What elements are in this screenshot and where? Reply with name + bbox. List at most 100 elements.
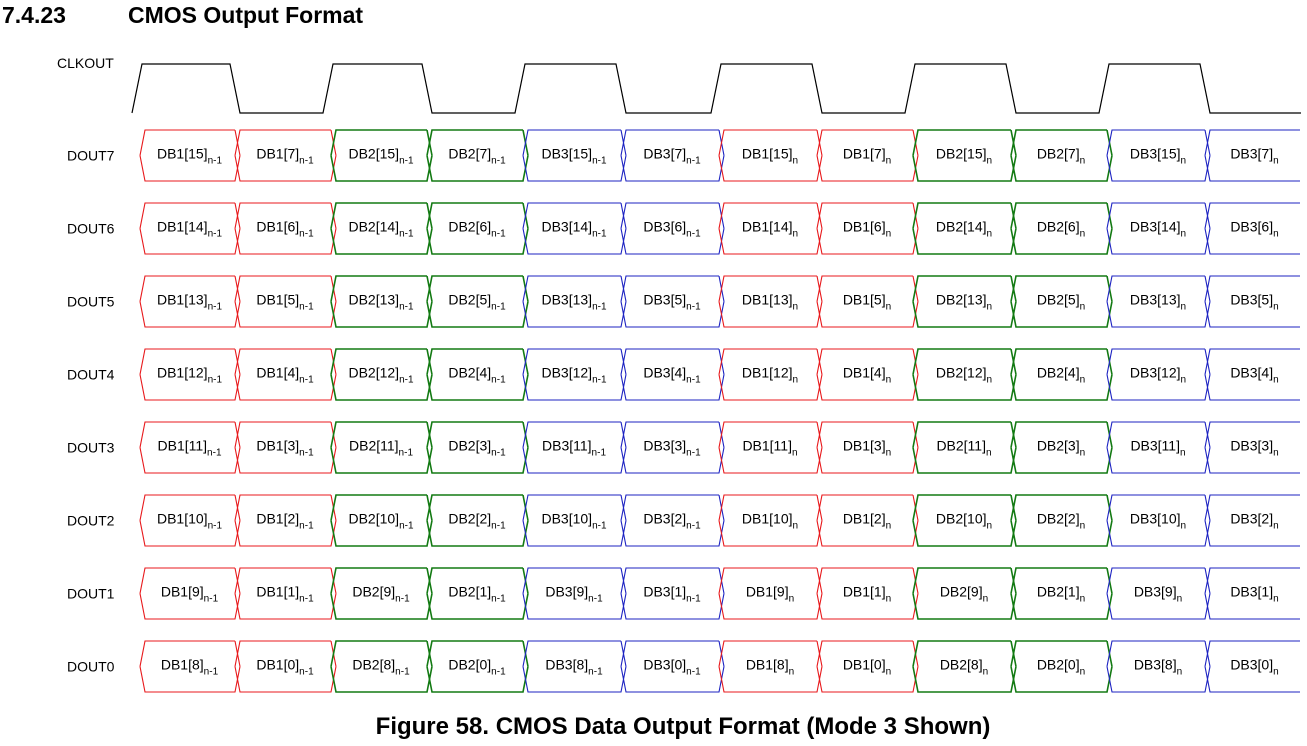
data-cell-label: DB2[4]n — [1037, 365, 1085, 386]
data-cell-outline — [1204, 640, 1300, 693]
data-cell-label: DB3[15]n — [1130, 146, 1186, 167]
data-cell-label: DB1[12]n — [742, 365, 798, 386]
row-dout3: DOUT3 DB1[11]n-1 DB1[3]n-1 DB2[11]n-1 DB2[3]… — [67, 421, 1300, 474]
data-cell-label: DB2[15]n — [936, 146, 992, 167]
data-cell-label: DB1[11]n — [742, 438, 797, 459]
data-cell-label: DB1[14]n-1 — [157, 219, 222, 240]
data-cell-label: DB3[3]n-1 — [643, 438, 701, 459]
row-dout0: DOUT0 DB1[8]n-1 DB1[0]n-1 DB2[8]n-1 DB2[0]n-… — [67, 640, 1300, 693]
data-cell-label: DB2[10]n-1 — [348, 511, 413, 532]
data-cell-label: DB1[7]n-1 — [256, 146, 314, 167]
section-number: 7.4.23 — [2, 2, 66, 28]
data-cell-label: DB3[12]n — [1130, 365, 1186, 386]
data-cell-label: DB3[1]n — [1230, 584, 1278, 605]
data-cell-label: DB2[11]n — [936, 438, 991, 459]
data-cell-label: DB1[4]n-1 — [256, 365, 314, 386]
data-cell-label: DB1[13]n — [742, 292, 798, 313]
data-cell-label: DB1[9]n — [746, 584, 794, 605]
data-cell-label: DB1[3]n-1 — [256, 438, 314, 459]
data-cell-label: DB1[8]n-1 — [161, 657, 219, 678]
data-cell-label: DB3[10]n-1 — [541, 511, 606, 532]
data-cell-label: DB2[3]n — [1037, 438, 1085, 459]
data-cell-label: DB2[8]n — [940, 657, 988, 678]
data-cell-label: DB3[11]n-1 — [542, 438, 606, 459]
data-cell-label: DB3[13]n-1 — [541, 292, 606, 313]
data-cell-outline — [1204, 494, 1300, 547]
data-cell-label: DB1[0]n — [843, 657, 891, 678]
data-cell-label: DB3[14]n — [1130, 219, 1186, 240]
data-cell-label: DB3[5]n-1 — [643, 292, 701, 313]
data-cell-label: DB2[5]n — [1037, 292, 1085, 313]
data-cell-label: DB2[7]n-1 — [448, 146, 506, 167]
data-cell-label: DB2[5]n-1 — [448, 292, 506, 313]
data-cell-label: DB1[15]n-1 — [157, 146, 222, 167]
data-cell-label: DB2[0]n — [1037, 657, 1085, 678]
data-cell-label: DB3[13]n — [1130, 292, 1186, 313]
data-cell-label: DB3[9]n-1 — [545, 584, 603, 605]
data-cell-label: DB3[12]n-1 — [541, 365, 606, 386]
data-cell-label: DB2[1]n — [1037, 584, 1085, 605]
data-cell-label: DB1[13]n-1 — [157, 292, 222, 313]
data-cell-label: DB1[2]n-1 — [256, 511, 314, 532]
data-cell-outline — [1204, 129, 1300, 182]
data-cell-label: DB1[15]n — [742, 146, 798, 167]
data-cell-label: DB1[0]n-1 — [256, 657, 314, 678]
data-cell-label: DB2[13]n — [936, 292, 992, 313]
data-cell-label: DB3[2]n — [1230, 511, 1278, 532]
data-cell-label: DB3[0]n-1 — [643, 657, 701, 678]
data-cell-outline — [1204, 421, 1300, 474]
data-cell-label: DB3[7]n-1 — [643, 146, 701, 167]
row-dout4: DOUT4 DB1[12]n-1 DB1[4]n-1 DB2[12]n-1 DB2[4]… — [67, 348, 1300, 401]
data-cell-label: DB2[0]n-1 — [448, 657, 506, 678]
data-cell-label: DB2[14]n — [936, 219, 992, 240]
data-cell-label: DB1[14]n — [742, 219, 798, 240]
data-cell-label: DB1[11]n-1 — [158, 438, 222, 459]
data-cell-label: DB2[13]n-1 — [348, 292, 413, 313]
data-cell-label: DB2[12]n-1 — [348, 365, 413, 386]
data-cell-outline — [1204, 567, 1300, 620]
data-cell-label: DB1[8]n — [746, 657, 794, 678]
data-cell-label: DB1[12]n-1 — [157, 365, 222, 386]
data-cell-label: DB2[15]n-1 — [348, 146, 413, 167]
clkout-label: CLKOUT — [57, 55, 114, 71]
data-cell-label: DB2[11]n-1 — [349, 438, 413, 459]
data-cell-label: DB1[7]n — [843, 146, 891, 167]
data-cell-outline — [1204, 202, 1300, 255]
data-cell-label: DB3[7]n — [1230, 146, 1278, 167]
signal-label: DOUT3 — [67, 440, 115, 456]
data-cell-label: DB3[9]n — [1134, 584, 1182, 605]
clkout-waveform — [131, 63, 1301, 114]
signal-label: DOUT5 — [67, 294, 115, 310]
signal-label: DOUT1 — [67, 586, 115, 602]
data-cell-label: DB1[1]n-1 — [256, 584, 314, 605]
data-cell-label: DB3[0]n — [1230, 657, 1278, 678]
signal-label: DOUT0 — [67, 659, 115, 675]
data-cell-label: DB3[8]n-1 — [545, 657, 603, 678]
figure-caption: Figure 58. CMOS Data Output Format (Mode… — [375, 713, 991, 740]
signal-label: DOUT6 — [67, 221, 115, 237]
data-cell-label: DB1[4]n — [843, 365, 891, 386]
data-cell-label: DB3[8]n — [1134, 657, 1182, 678]
data-cell-label: DB2[2]n — [1037, 511, 1085, 532]
data-cell-label: DB3[4]n-1 — [643, 365, 701, 386]
signal-label: DOUT4 — [67, 367, 115, 383]
data-cell-label: DB3[14]n-1 — [541, 219, 606, 240]
data-cell-label: DB2[9]n-1 — [352, 584, 410, 605]
data-cell-label: DB1[9]n-1 — [161, 584, 219, 605]
data-cell-label: DB3[1]n-1 — [643, 584, 701, 605]
data-cell-label: DB3[3]n — [1230, 438, 1278, 459]
data-cell-label: DB2[8]n-1 — [352, 657, 410, 678]
data-cell-label: DB1[6]n — [843, 219, 891, 240]
data-cell-outline — [1204, 348, 1300, 401]
data-cell-label: DB2[12]n — [936, 365, 992, 386]
data-cell-label: DB2[9]n — [940, 584, 988, 605]
data-cell-label: DB2[2]n-1 — [448, 511, 506, 532]
data-cell-label: DB3[5]n — [1230, 292, 1278, 313]
data-cell-label: DB2[14]n-1 — [348, 219, 413, 240]
